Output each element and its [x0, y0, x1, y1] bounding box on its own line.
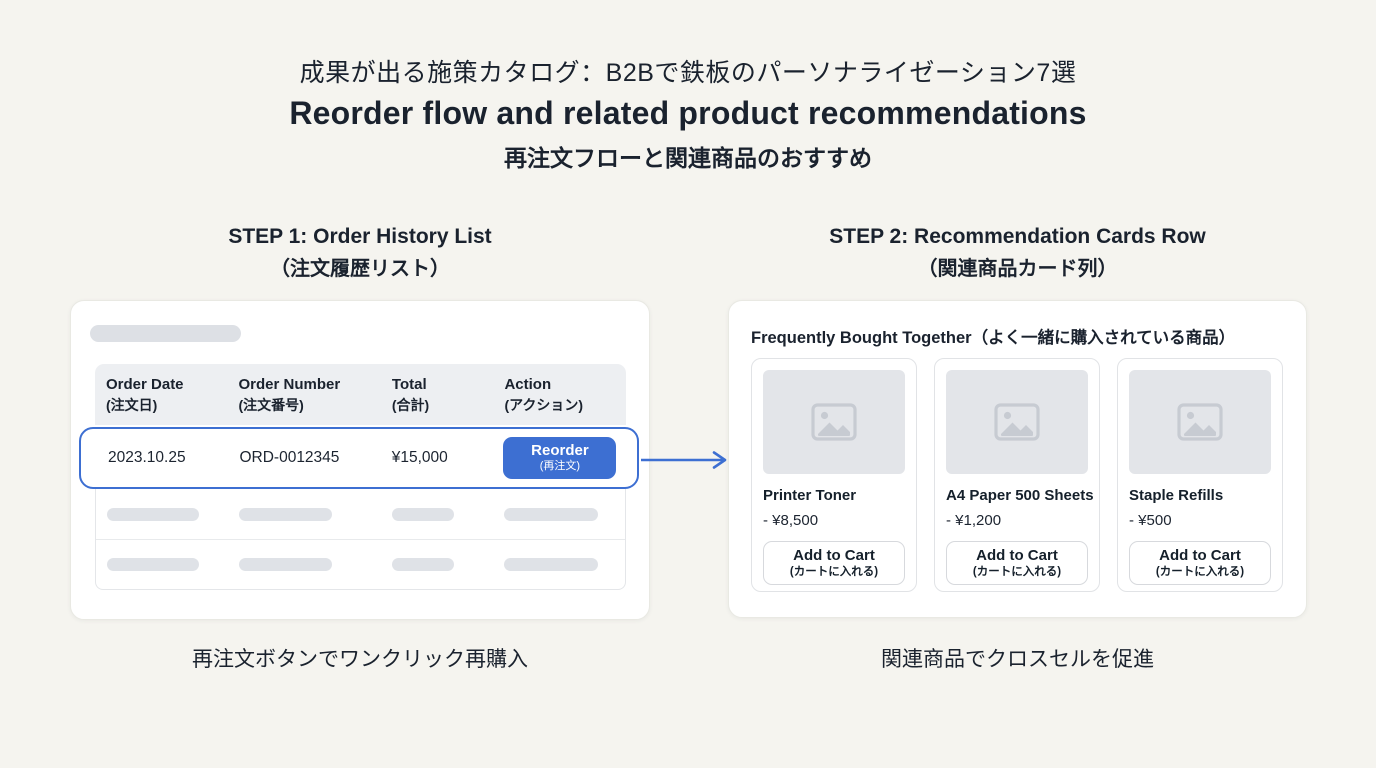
skeleton-table-row: [96, 539, 625, 589]
product-card: Printer Toner - ¥8,500 Add to Cart (カートに…: [751, 358, 917, 592]
highlighted-order-row: 2023.10.25 ORD-0012345 ¥15,000 Reorder (…: [79, 427, 639, 489]
product-name: Printer Toner: [763, 487, 857, 504]
recommendation-cards-row: Printer Toner - ¥8,500 Add to Cart (カートに…: [751, 358, 1283, 592]
order-row-content: 2023.10.25 ORD-0012345 ¥15,000 Reorder (…: [97, 429, 624, 487]
add-to-cart-label-ja: (カートに入れる): [1155, 566, 1245, 578]
order-history-table: Order Date (注文日) Order Number (注文番号) Tot…: [79, 364, 639, 590]
add-to-cart-label-ja: (カートに入れる): [972, 566, 1062, 578]
reorder-button[interactable]: Reorder (再注文): [503, 437, 617, 479]
product-price: - ¥500: [1129, 512, 1172, 529]
add-to-cart-label-en: Add to Cart: [793, 547, 875, 564]
order-number-cell: ORD-0012345: [239, 449, 340, 466]
column-header-order-number: Order Number (注文番号): [238, 376, 341, 413]
product-name: Staple Refills: [1129, 487, 1224, 504]
step2-heading-en: STEP 2: Recommendation Cards Row: [829, 225, 1206, 248]
image-placeholder-icon: [994, 403, 1040, 441]
step1-heading: STEP 1: Order History List （注文履歴リスト）: [70, 222, 650, 286]
step2-heading-ja: （関連商品カード列）: [917, 258, 1118, 280]
image-placeholder-icon: [811, 403, 857, 441]
add-to-cart-button[interactable]: Add to Cart (カートに入れる): [763, 541, 905, 585]
column-header-total: Total (合計): [391, 376, 430, 413]
skeleton-bar: [391, 558, 454, 571]
table-header-row: Order Date (注文日) Order Number (注文番号) Tot…: [95, 364, 626, 425]
reorder-button-label-ja: (再注文): [539, 460, 581, 472]
order-total-cell: ¥15,000: [391, 449, 448, 466]
skeleton-table-row: [96, 489, 625, 539]
image-placeholder-icon: [1177, 403, 1223, 441]
product-price: - ¥8,500: [763, 512, 819, 529]
step1-caption: 再注文ボタンでワンクリック再購入: [192, 648, 528, 671]
product-price: - ¥1,200: [946, 512, 1002, 529]
skeleton-bar: [107, 507, 199, 521]
column-header-action: Action (アクション): [504, 376, 584, 413]
product-image-placeholder: [763, 370, 905, 474]
step1-heading-ja: （注文履歴リスト）: [270, 258, 450, 280]
skeleton-rows-box: [95, 489, 626, 590]
skeleton-bar: [503, 558, 598, 571]
skeleton-title-bar: [90, 325, 241, 342]
reorder-button-label-en: Reorder: [531, 442, 589, 459]
order-action-cell: Reorder (再注文): [503, 437, 624, 479]
add-to-cart-button[interactable]: Add to Cart (カートに入れる): [946, 541, 1088, 585]
add-to-cart-label-en: Add to Cart: [1159, 547, 1241, 564]
page-subtitle-ja: 再注文フローと関連商品のおすすめ: [504, 145, 872, 171]
product-card: Staple Refills - ¥500 Add to Cart (カートに入…: [1117, 358, 1283, 592]
step2-heading: STEP 2: Recommendation Cards Row （関連商品カー…: [728, 222, 1307, 286]
add-to-cart-label-ja: (カートに入れる): [789, 566, 879, 578]
product-image-placeholder: [1129, 370, 1271, 474]
skeleton-bar: [238, 558, 332, 571]
step1-heading-en: STEP 1: Order History List: [228, 225, 492, 248]
frequently-bought-together-title: Frequently Bought Together（よく一緒に購入されている商…: [751, 329, 1236, 347]
skeleton-bar: [238, 507, 332, 521]
skeleton-bar: [107, 558, 199, 571]
add-to-cart-label-en: Add to Cart: [976, 547, 1058, 564]
step2-caption: 関連商品でクロスセルを促進: [881, 648, 1154, 671]
product-card: A4 Paper 500 Sheets - ¥1,200 Add to Cart…: [934, 358, 1100, 592]
product-name: A4 Paper 500 Sheets: [946, 487, 1094, 504]
order-date-cell: 2023.10.25: [108, 449, 186, 466]
order-history-panel: Order Date (注文日) Order Number (注文番号) Tot…: [70, 300, 650, 620]
column-header-order-date: Order Date (注文日): [106, 376, 184, 413]
page-title-ja: 成果が出る施策カタログ：B2Bで鉄板のパーソナライゼーション7選: [299, 59, 1077, 87]
recommendation-panel: Frequently Bought Together（よく一緒に購入されている商…: [728, 300, 1307, 618]
page-title-en: Reorder flow and related product recomme…: [289, 95, 1087, 131]
product-image-placeholder: [946, 370, 1088, 474]
skeleton-bar: [503, 507, 598, 521]
add-to-cart-button[interactable]: Add to Cart (カートに入れる): [1129, 541, 1271, 585]
skeleton-bar: [391, 507, 454, 521]
arrow-right-icon: [641, 451, 727, 469]
